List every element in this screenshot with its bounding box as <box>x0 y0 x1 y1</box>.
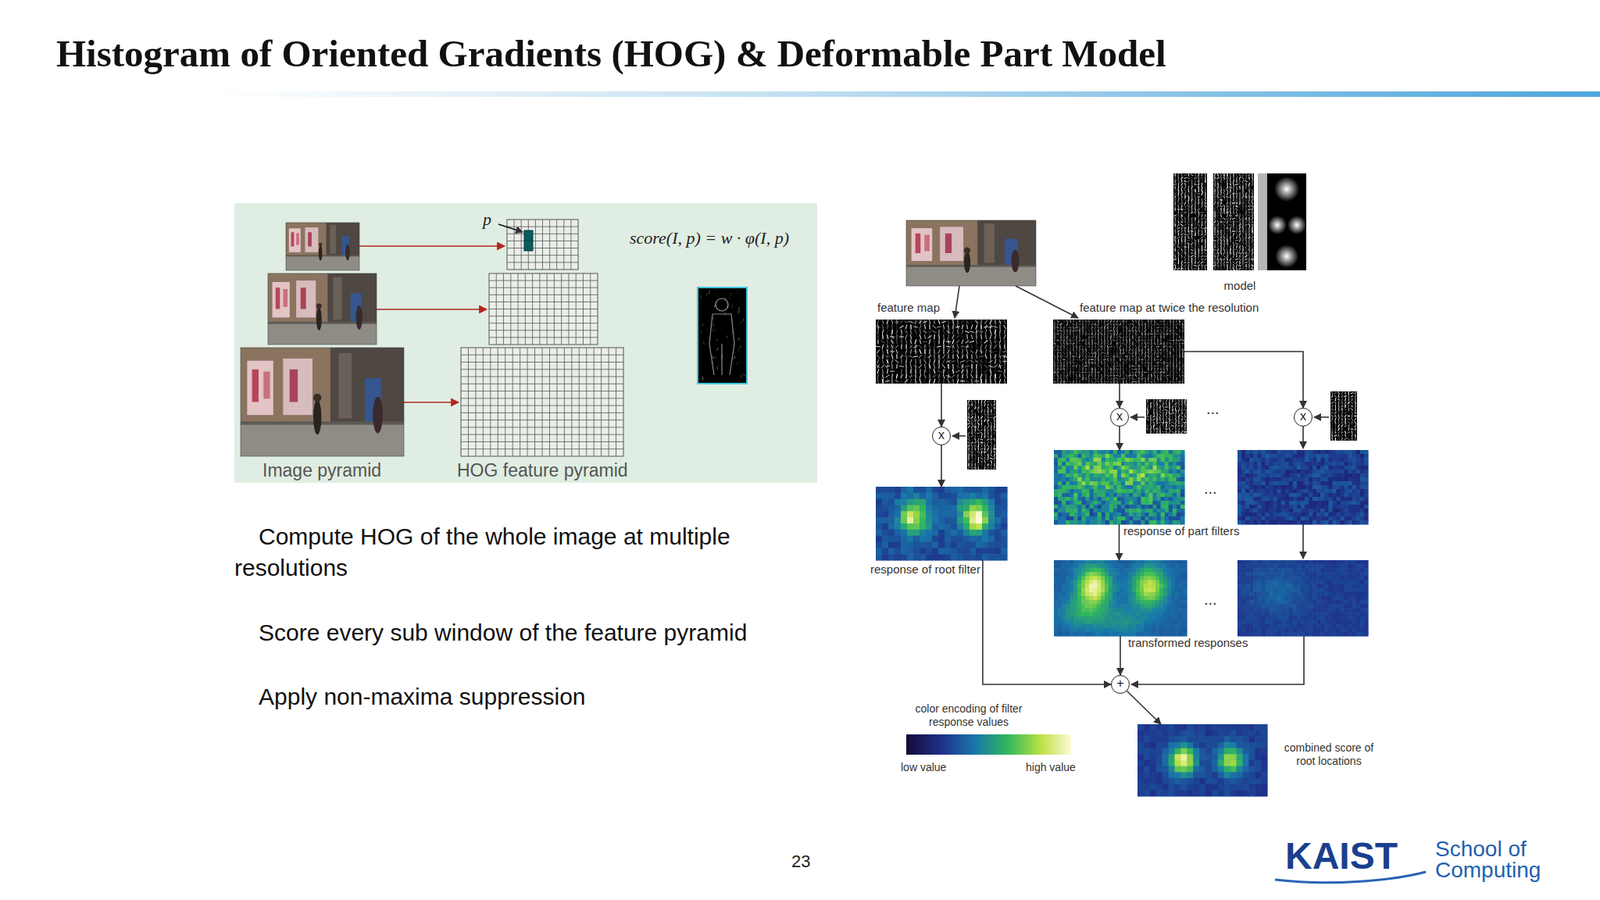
hog-stroke <box>743 317 744 322</box>
photo-person <box>313 393 322 402</box>
hog-stroke <box>726 335 728 339</box>
photo-region <box>984 223 995 263</box>
hog-stroke <box>730 292 731 297</box>
photo-person <box>345 243 350 261</box>
photo-person <box>356 305 363 330</box>
hog-stroke <box>738 348 739 352</box>
photo-region <box>263 371 270 400</box>
photo-region <box>945 233 952 254</box>
hog-stroke <box>709 290 710 294</box>
photo-person <box>372 396 383 434</box>
photo-person <box>964 246 971 254</box>
photo-region <box>338 353 352 418</box>
color-bar <box>906 734 1072 755</box>
photo-region <box>275 287 281 309</box>
photo-region <box>252 369 259 403</box>
photo-region <box>282 289 288 308</box>
photo-region <box>307 232 312 247</box>
hog-stroke <box>740 345 741 349</box>
photo-region <box>924 234 930 251</box>
photo-region <box>291 232 295 247</box>
photo-person <box>318 245 323 261</box>
photo-region <box>915 233 922 254</box>
photo-person <box>318 242 323 247</box>
photo-person <box>316 307 322 331</box>
photo-region <box>300 287 307 309</box>
hog-stroke <box>740 370 742 374</box>
photo-person <box>964 251 971 273</box>
layout-arrow <box>1015 285 1079 318</box>
photo-region <box>329 225 336 254</box>
photo-person <box>316 303 322 309</box>
hog-stroke <box>740 321 742 325</box>
hog-stroke <box>702 323 703 327</box>
layout-arrow <box>954 285 960 318</box>
hog-stroke <box>704 303 705 307</box>
hog-stroke <box>738 337 740 341</box>
photo-person <box>1010 250 1019 273</box>
photo-person <box>313 400 322 435</box>
hog-stroke <box>700 330 702 334</box>
photo-region <box>296 232 300 245</box>
title-underline <box>204 91 1600 97</box>
photo-region <box>332 277 342 321</box>
photo-region <box>289 369 298 403</box>
